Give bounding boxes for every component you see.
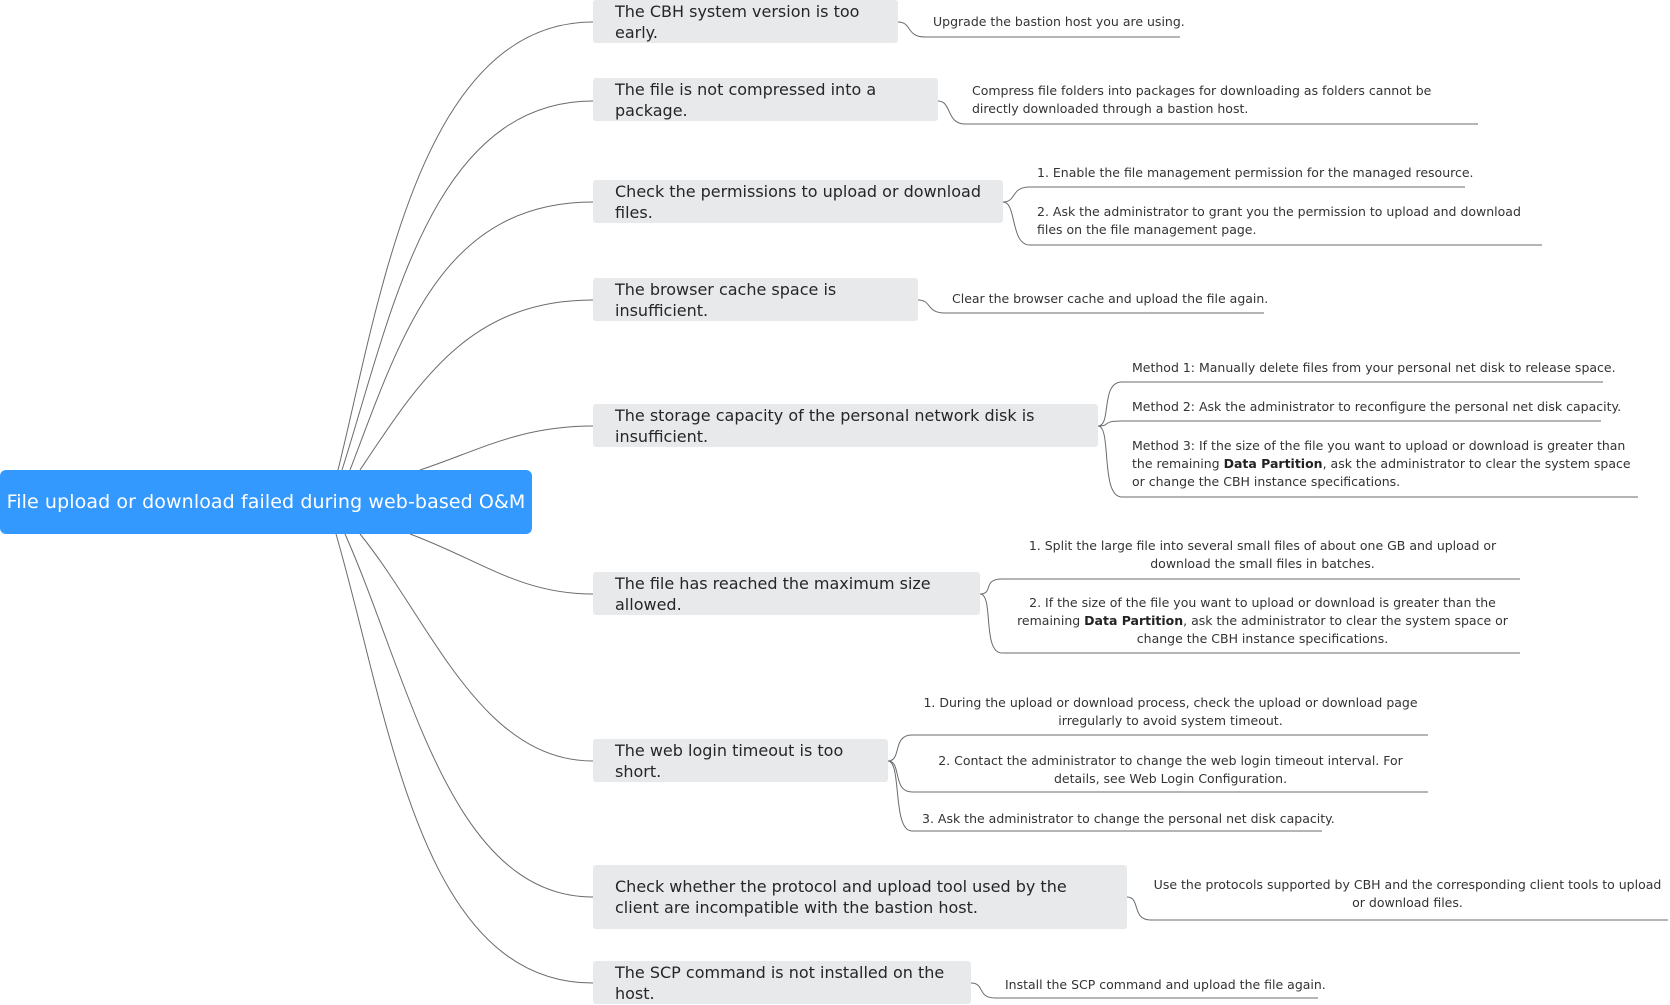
branch-protocol-incompatible[interactable]: Check whether the protocol and upload to… bbox=[593, 865, 1127, 929]
leaf-grant-permission[interactable]: 2. Ask the administrator to grant you th… bbox=[1037, 204, 1521, 237]
branch-title: The file has reached the maximum size al… bbox=[615, 573, 931, 614]
leaf-install-scp[interactable]: Install the SCP command and upload the f… bbox=[1005, 977, 1326, 992]
branch-permissions[interactable]: Check the permissions to upload or downl… bbox=[593, 180, 1003, 223]
leaf-contact-admin-timeout[interactable]: 2. Contact the administrator to change t… bbox=[938, 753, 1403, 786]
branch-browser-cache[interactable]: The browser cache space is insufficient. bbox=[593, 278, 918, 321]
branch-login-timeout[interactable]: The web login timeout is too short. bbox=[593, 739, 888, 782]
leaf-enable-file-permission[interactable]: 1. Enable the file management permission… bbox=[1037, 165, 1474, 180]
branch-title: The file is not compressed into a packag… bbox=[615, 79, 877, 120]
branch-cbh-version[interactable]: The CBH system version is too early. bbox=[593, 0, 898, 43]
leaf-method-2[interactable]: Method 2: Ask the administrator to recon… bbox=[1132, 399, 1622, 414]
data-partition-term: Data Partition bbox=[1084, 613, 1184, 628]
branch-not-compressed[interactable]: The file is not compressed into a packag… bbox=[593, 78, 938, 121]
leaf-net-disk-capacity[interactable]: 3. Ask the administrator to change the p… bbox=[922, 811, 1335, 826]
leaf-split-file[interactable]: 1. Split the large file into several sma… bbox=[1028, 538, 1497, 571]
leaf-method-3[interactable]: Method 3: If the size of the file you wa… bbox=[1132, 438, 1631, 489]
leaf-check-page[interactable]: 1. During the upload or download process… bbox=[923, 695, 1418, 728]
leaf-upgrade-bastion[interactable]: Upgrade the bastion host you are using. bbox=[933, 14, 1185, 29]
branch-title: The web login timeout is too short. bbox=[615, 740, 844, 781]
leaf-method-1[interactable]: Method 1: Manually delete files from you… bbox=[1132, 360, 1616, 375]
branch-title: The CBH system version is too early. bbox=[615, 1, 860, 42]
leaf-compress-folders[interactable]: Compress file folders into packages for … bbox=[972, 83, 1432, 116]
data-partition-term: Data Partition bbox=[1223, 456, 1323, 471]
branch-title: Check the permissions to upload or downl… bbox=[615, 181, 981, 222]
branch-title: The browser cache space is insufficient. bbox=[615, 279, 837, 320]
branch-scp-not-installed[interactable]: The SCP command is not installed on the … bbox=[593, 961, 971, 1004]
leaf-clear-cache[interactable]: Clear the browser cache and upload the f… bbox=[952, 291, 1269, 306]
leaf-data-partition[interactable]: 2. If the size of the file you want to u… bbox=[1017, 595, 1508, 646]
leaf-use-protocols[interactable]: Use the protocols supported by CBH and t… bbox=[1153, 877, 1662, 910]
branch-title: The SCP command is not installed on the … bbox=[615, 962, 945, 1003]
branch-title: The storage capacity of the personal net… bbox=[615, 405, 1035, 446]
root-topic[interactable]: File upload or download failed during we… bbox=[0, 470, 532, 534]
branch-title: Check whether the protocol and upload to… bbox=[615, 877, 1067, 917]
branch-storage-capacity[interactable]: The storage capacity of the personal net… bbox=[593, 404, 1098, 447]
branch-max-size[interactable]: The file has reached the maximum size al… bbox=[593, 572, 980, 615]
root-title: File upload or download failed during we… bbox=[6, 491, 526, 513]
